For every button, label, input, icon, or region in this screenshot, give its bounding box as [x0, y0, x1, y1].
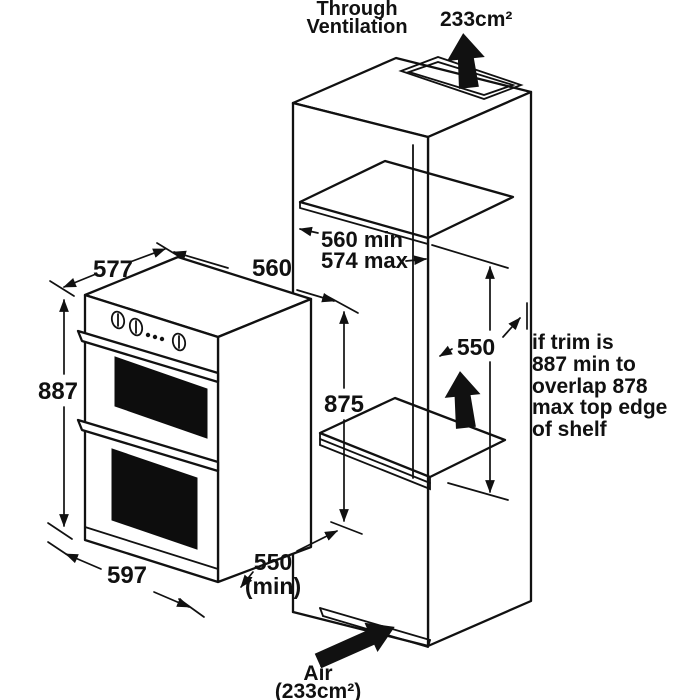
oven-bottom-trim [84, 526, 219, 570]
dim-oven-top-depth: 577 [93, 256, 133, 283]
lower-door-handle [76, 418, 220, 473]
dim-oven-top-width: 560 [252, 255, 292, 282]
dim-niche-depth-max: 574 max [321, 248, 409, 273]
dim-oven-height: 887 [38, 378, 78, 405]
upper-shelf [298, 159, 515, 240]
dim-niche-depth-min: 560 min [321, 227, 403, 252]
cabinet-drawing [291, 56, 533, 648]
dim-oven-width: 597 [107, 562, 147, 589]
plinth-vent-slot [319, 607, 431, 641]
dim-runner-depth-line2: (min) [245, 573, 301, 599]
upper-door-handle [76, 329, 220, 384]
bottom-airflow-arrow-icon [314, 622, 395, 669]
trim-note-line4: max top edge [532, 396, 667, 419]
trim-note-line2: 887 min to [532, 353, 636, 376]
upper-oven-window [114, 356, 208, 439]
trim-note-line5: of shelf [532, 418, 608, 441]
dim-niche-height: 875 [324, 391, 364, 418]
lower-oven-window [111, 448, 198, 550]
air-label-line1: Air [303, 662, 332, 685]
through-ventilation-label-line2: Ventilation [306, 16, 407, 38]
trim-note-line1: if trim is [532, 331, 614, 354]
dimension-lines [47, 226, 528, 618]
top-vent-area-label: 233cm² [440, 8, 512, 31]
oven-drawing [76, 255, 313, 584]
air-label-line2: (233cm²) [275, 680, 361, 700]
trim-note-line3: overlap 878 [532, 375, 648, 398]
trim-note: if trim is 887 min to overlap 878 max to… [532, 331, 667, 441]
top-airflow-up-arrow-icon [446, 33, 485, 89]
indicator-dot [145, 332, 151, 338]
control-knobs [110, 310, 187, 352]
airflow-arrows [314, 33, 485, 669]
through-ventilation-label-line1: Through [316, 0, 397, 20]
knob-icon [171, 332, 187, 352]
cabinet-top-vent-slot [398, 56, 524, 100]
oven-right-face [216, 297, 313, 584]
dim-shelf-clearance: 550 [457, 334, 495, 360]
indicator-dot [159, 336, 165, 342]
dim-runner-depth-line1: 550 [254, 549, 292, 575]
indicator-dot [152, 334, 158, 340]
mid-airflow-up-arrow-icon [444, 371, 481, 429]
knob-icon [128, 317, 144, 337]
knob-icon [110, 310, 126, 330]
diagram-labels: Through Ventilation 233cm² 577 560 887 5… [38, 0, 667, 700]
cabinet-right-face [426, 90, 533, 648]
